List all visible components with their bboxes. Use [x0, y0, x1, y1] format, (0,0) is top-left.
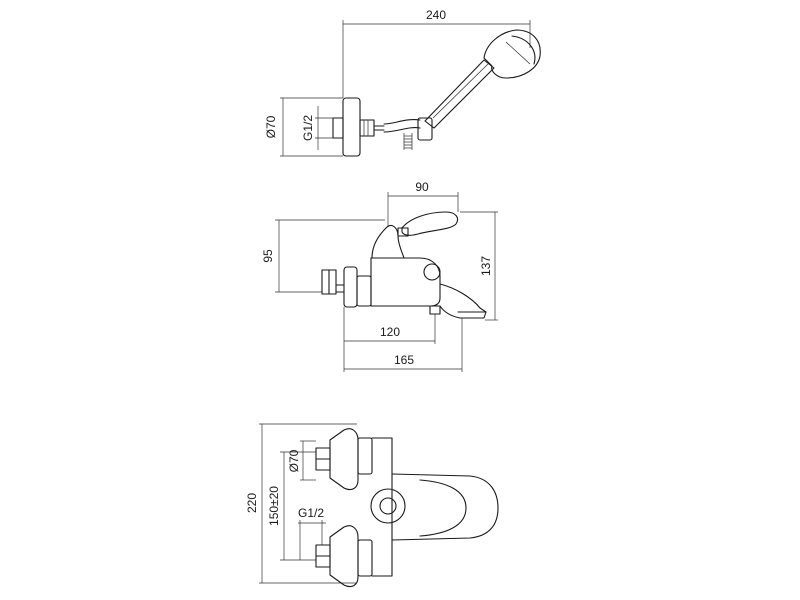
label-220: 220 [245, 493, 259, 513]
hose [383, 119, 421, 125]
top-view: 240 [264, 8, 541, 157]
front-diverter-knob [370, 488, 406, 524]
bottom-view: 220 150±20 Ø70 G1/2 [245, 423, 499, 588]
label-d70-bottom: Ø70 [287, 449, 301, 472]
inlet-connector [332, 117, 344, 139]
hose-coil [403, 133, 413, 150]
label-120: 120 [380, 325, 400, 339]
handset-handle [424, 59, 495, 129]
cartridge-dome [371, 225, 405, 259]
label-137: 137 [479, 256, 493, 276]
handset-holder [417, 117, 433, 141]
lower-wall-flange [329, 525, 359, 588]
label-g12-top: G1/2 [301, 115, 315, 141]
side-union-nut [356, 275, 372, 307]
upper-wall-flange [329, 428, 359, 491]
mixer-body [370, 257, 441, 307]
label-95: 95 [261, 249, 275, 263]
label-90: 90 [415, 180, 429, 194]
label-240: 240 [426, 8, 446, 22]
side-view: 90 137 95 12 [261, 180, 498, 372]
lever-collar [397, 227, 409, 237]
spout [439, 283, 487, 319]
label-150: 150±20 [267, 486, 281, 526]
upper-union-nut [357, 437, 373, 475]
label-165: 165 [394, 353, 414, 367]
front-diverter-center [379, 497, 397, 515]
lower-union-nut [357, 539, 373, 577]
diverter-knob [423, 263, 441, 281]
handset-head [483, 29, 541, 79]
shower-outlet [429, 305, 441, 315]
front-mixer-body [371, 437, 393, 577]
front-lever [391, 473, 499, 541]
handset-face [511, 35, 536, 65]
side-wall-flange [343, 266, 358, 308]
wall-flange [342, 97, 361, 157]
mixer-lever [401, 211, 459, 236]
label-g12-bottom: G1/2 [298, 506, 324, 520]
label-d70-top: Ø70 [264, 115, 278, 138]
outlet-nut [359, 119, 375, 137]
